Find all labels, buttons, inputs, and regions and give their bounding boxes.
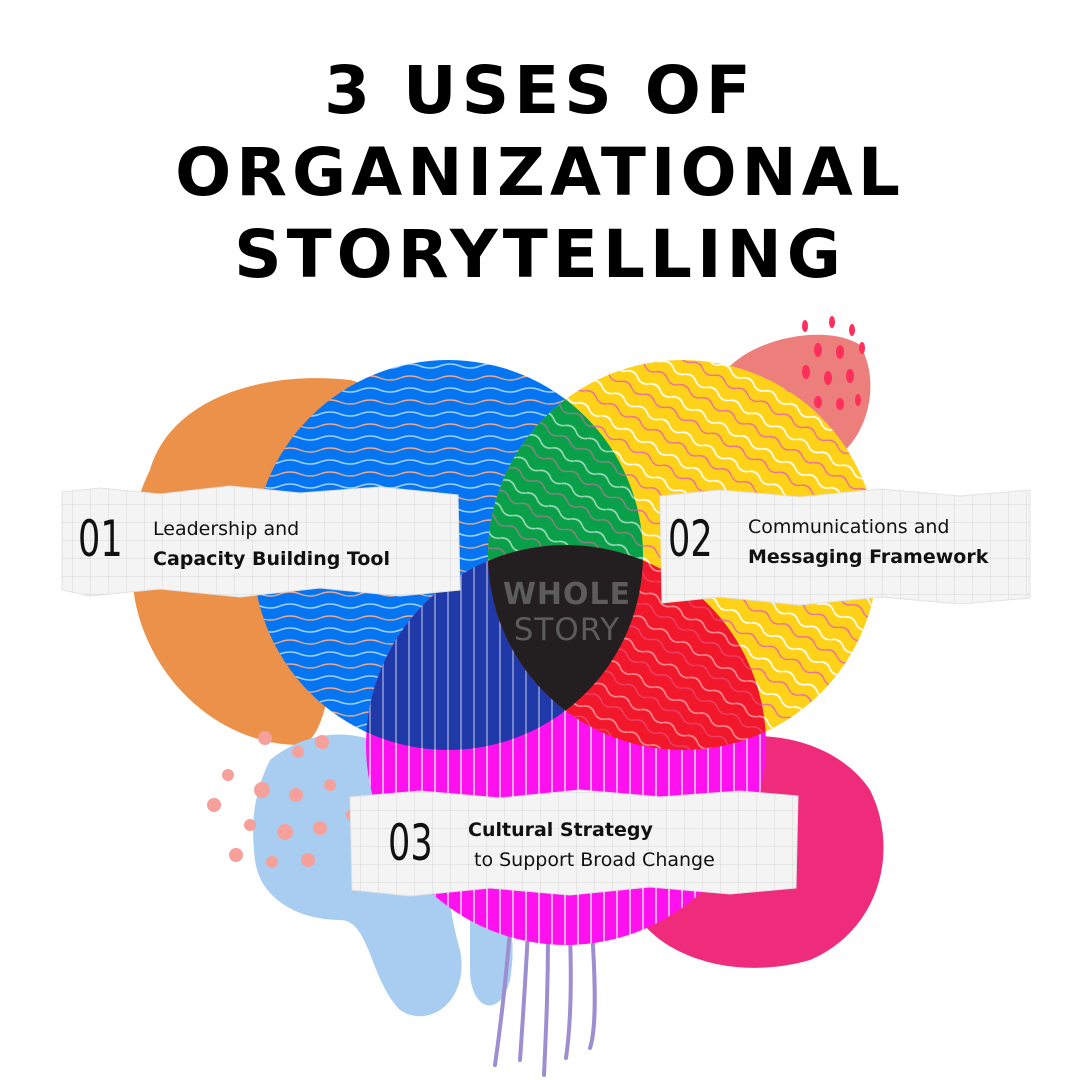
page-title: 3 USES OF ORGANIZATIONAL STORYTELLING [0,50,1080,296]
use-01-bold: Capacity Building Tool [153,548,390,570]
use-01-number: 01 [78,510,123,568]
use-02-number: 02 [668,510,713,568]
title-line-3: STORYTELLING [234,216,846,293]
use-02-bold: Messaging Framework [748,546,989,568]
use-01-light: Leadership and [153,518,300,540]
tape-02 [659,488,1031,606]
use-01-text: Leadership and Capacity Building Tool [153,514,390,574]
red-dots [802,316,865,410]
use-02-light: Communications and [748,516,950,538]
title-line-2: ORGANIZATIONAL [175,134,905,211]
use-03-number: 03 [388,814,433,872]
use-03-text: Cultural Strategy to Support Broad Chang… [468,815,715,875]
title-line-1: 3 USES OF [324,52,756,129]
center-logo-line-2: STORY [514,612,621,648]
purple-drips [493,928,597,1077]
use-03-bold: Cultural Strategy [468,819,653,841]
use-03-light: to Support Broad Change [474,849,715,871]
center-logo-line-1: WHOLE [503,577,631,612]
tape-03 [349,789,799,897]
salmon-blob [728,334,871,455]
use-02-text: Communications and Messaging Framework [748,512,988,572]
salmon-dots [207,731,358,868]
tape-01 [61,485,461,598]
